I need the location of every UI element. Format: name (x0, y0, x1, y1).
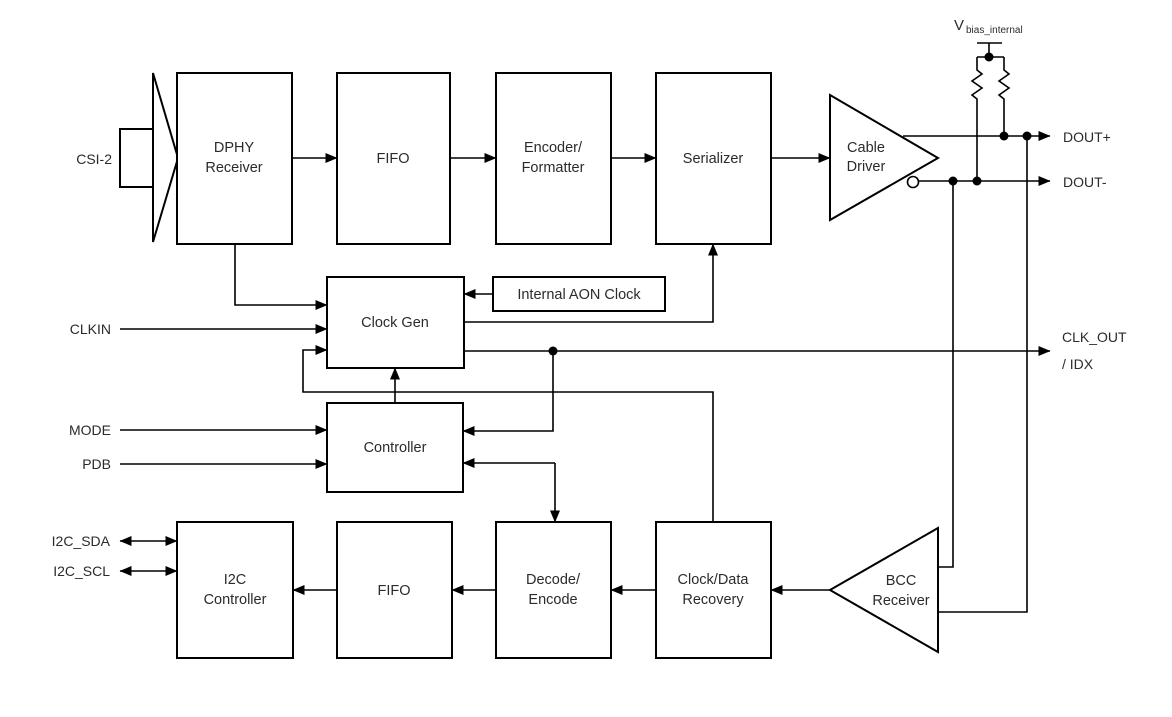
resistor-right (997, 57, 1011, 136)
csi2-label: CSI-2 (76, 151, 112, 167)
junction-dot-doutminus-resistor (972, 176, 982, 186)
bcc-receiver-label-line1: BCC (886, 573, 917, 589)
wire-dphy-to-clockgen (234, 244, 328, 310)
cable-driver-amp-symbol (829, 93, 940, 222)
csi2-arrow-head (152, 72, 180, 243)
encoder-formatter-label-line1: Encoder/ (524, 140, 583, 156)
dphy-receiver-block (176, 72, 293, 245)
pdb-label: PDB (82, 456, 111, 472)
vbias-label-subscript: bias_internal (966, 25, 1023, 36)
controller-label: Controller (364, 440, 427, 456)
clock-data-recovery-block (655, 521, 772, 659)
csi2-arrow-shaft (119, 128, 154, 188)
dout-plus-label: DOUT+ (1063, 129, 1111, 145)
encoder-formatter-label-line2: Formatter (522, 160, 585, 176)
vbias-label-main: V (954, 17, 964, 34)
encoder-formatter-block (495, 72, 612, 245)
clock-gen-label: Clock Gen (361, 315, 429, 331)
bcc-receiver-label-line2: Receiver (872, 593, 929, 609)
fifo-bottom-label: FIFO (377, 583, 410, 599)
i2c-sda-label: I2C_SDA (52, 533, 111, 549)
fifo-top-label: FIFO (376, 151, 409, 167)
junction-dot-doutplus-resistor (999, 131, 1009, 141)
wire-clk-branch-to-controller (462, 351, 554, 436)
fifo-top-block (336, 72, 451, 245)
wire-clockgen-to-serializer (464, 243, 718, 323)
i2c-controller-label-line2: Controller (204, 592, 267, 608)
dphy-receiver-label-line1: DPHY (214, 140, 255, 156)
internal-aon-clock-block (492, 276, 666, 312)
decode-encode-block (495, 521, 612, 659)
wire-cdr-to-clockgen-feedback (302, 345, 714, 522)
fifo-bottom-block (336, 521, 453, 659)
resistor-left (970, 57, 984, 181)
decode-encode-label-line1: Decode/ (526, 572, 581, 588)
i2c-controller-block (176, 521, 294, 659)
clock-data-recovery-label-line1: Clock/Data (678, 572, 750, 588)
clock-data-recovery-label-line2: Recovery (682, 592, 744, 608)
clk-out-label-line1: CLK_OUT (1062, 329, 1127, 345)
i2c-controller-label-line1: I2C (224, 572, 247, 588)
i2c-scl-label: I2C_SCL (53, 563, 110, 579)
cable-driver-label-line2: Driver (847, 159, 886, 175)
bcc-receiver-amp-symbol (827, 526, 939, 654)
inverter-bubble (906, 175, 920, 189)
internal-aon-clock-label: Internal AON Clock (517, 287, 641, 303)
wire-doutminus-to-bcc (938, 181, 954, 568)
decode-encode-label-line2: Encode (528, 592, 577, 608)
dout-minus-label: DOUT- (1063, 174, 1107, 190)
wire-doutplus-to-bcc (938, 136, 1028, 613)
clk-out-label-line2: / IDX (1062, 356, 1094, 372)
controller-block (326, 402, 464, 493)
clkin-label: CLKIN (70, 321, 111, 337)
serializer-label: Serializer (683, 151, 744, 167)
mode-label: MODE (69, 422, 111, 438)
junction-dot-vbias (984, 52, 994, 62)
cable-driver-label-line1: Cable (847, 140, 885, 156)
dphy-receiver-label-line2: Receiver (205, 160, 262, 176)
